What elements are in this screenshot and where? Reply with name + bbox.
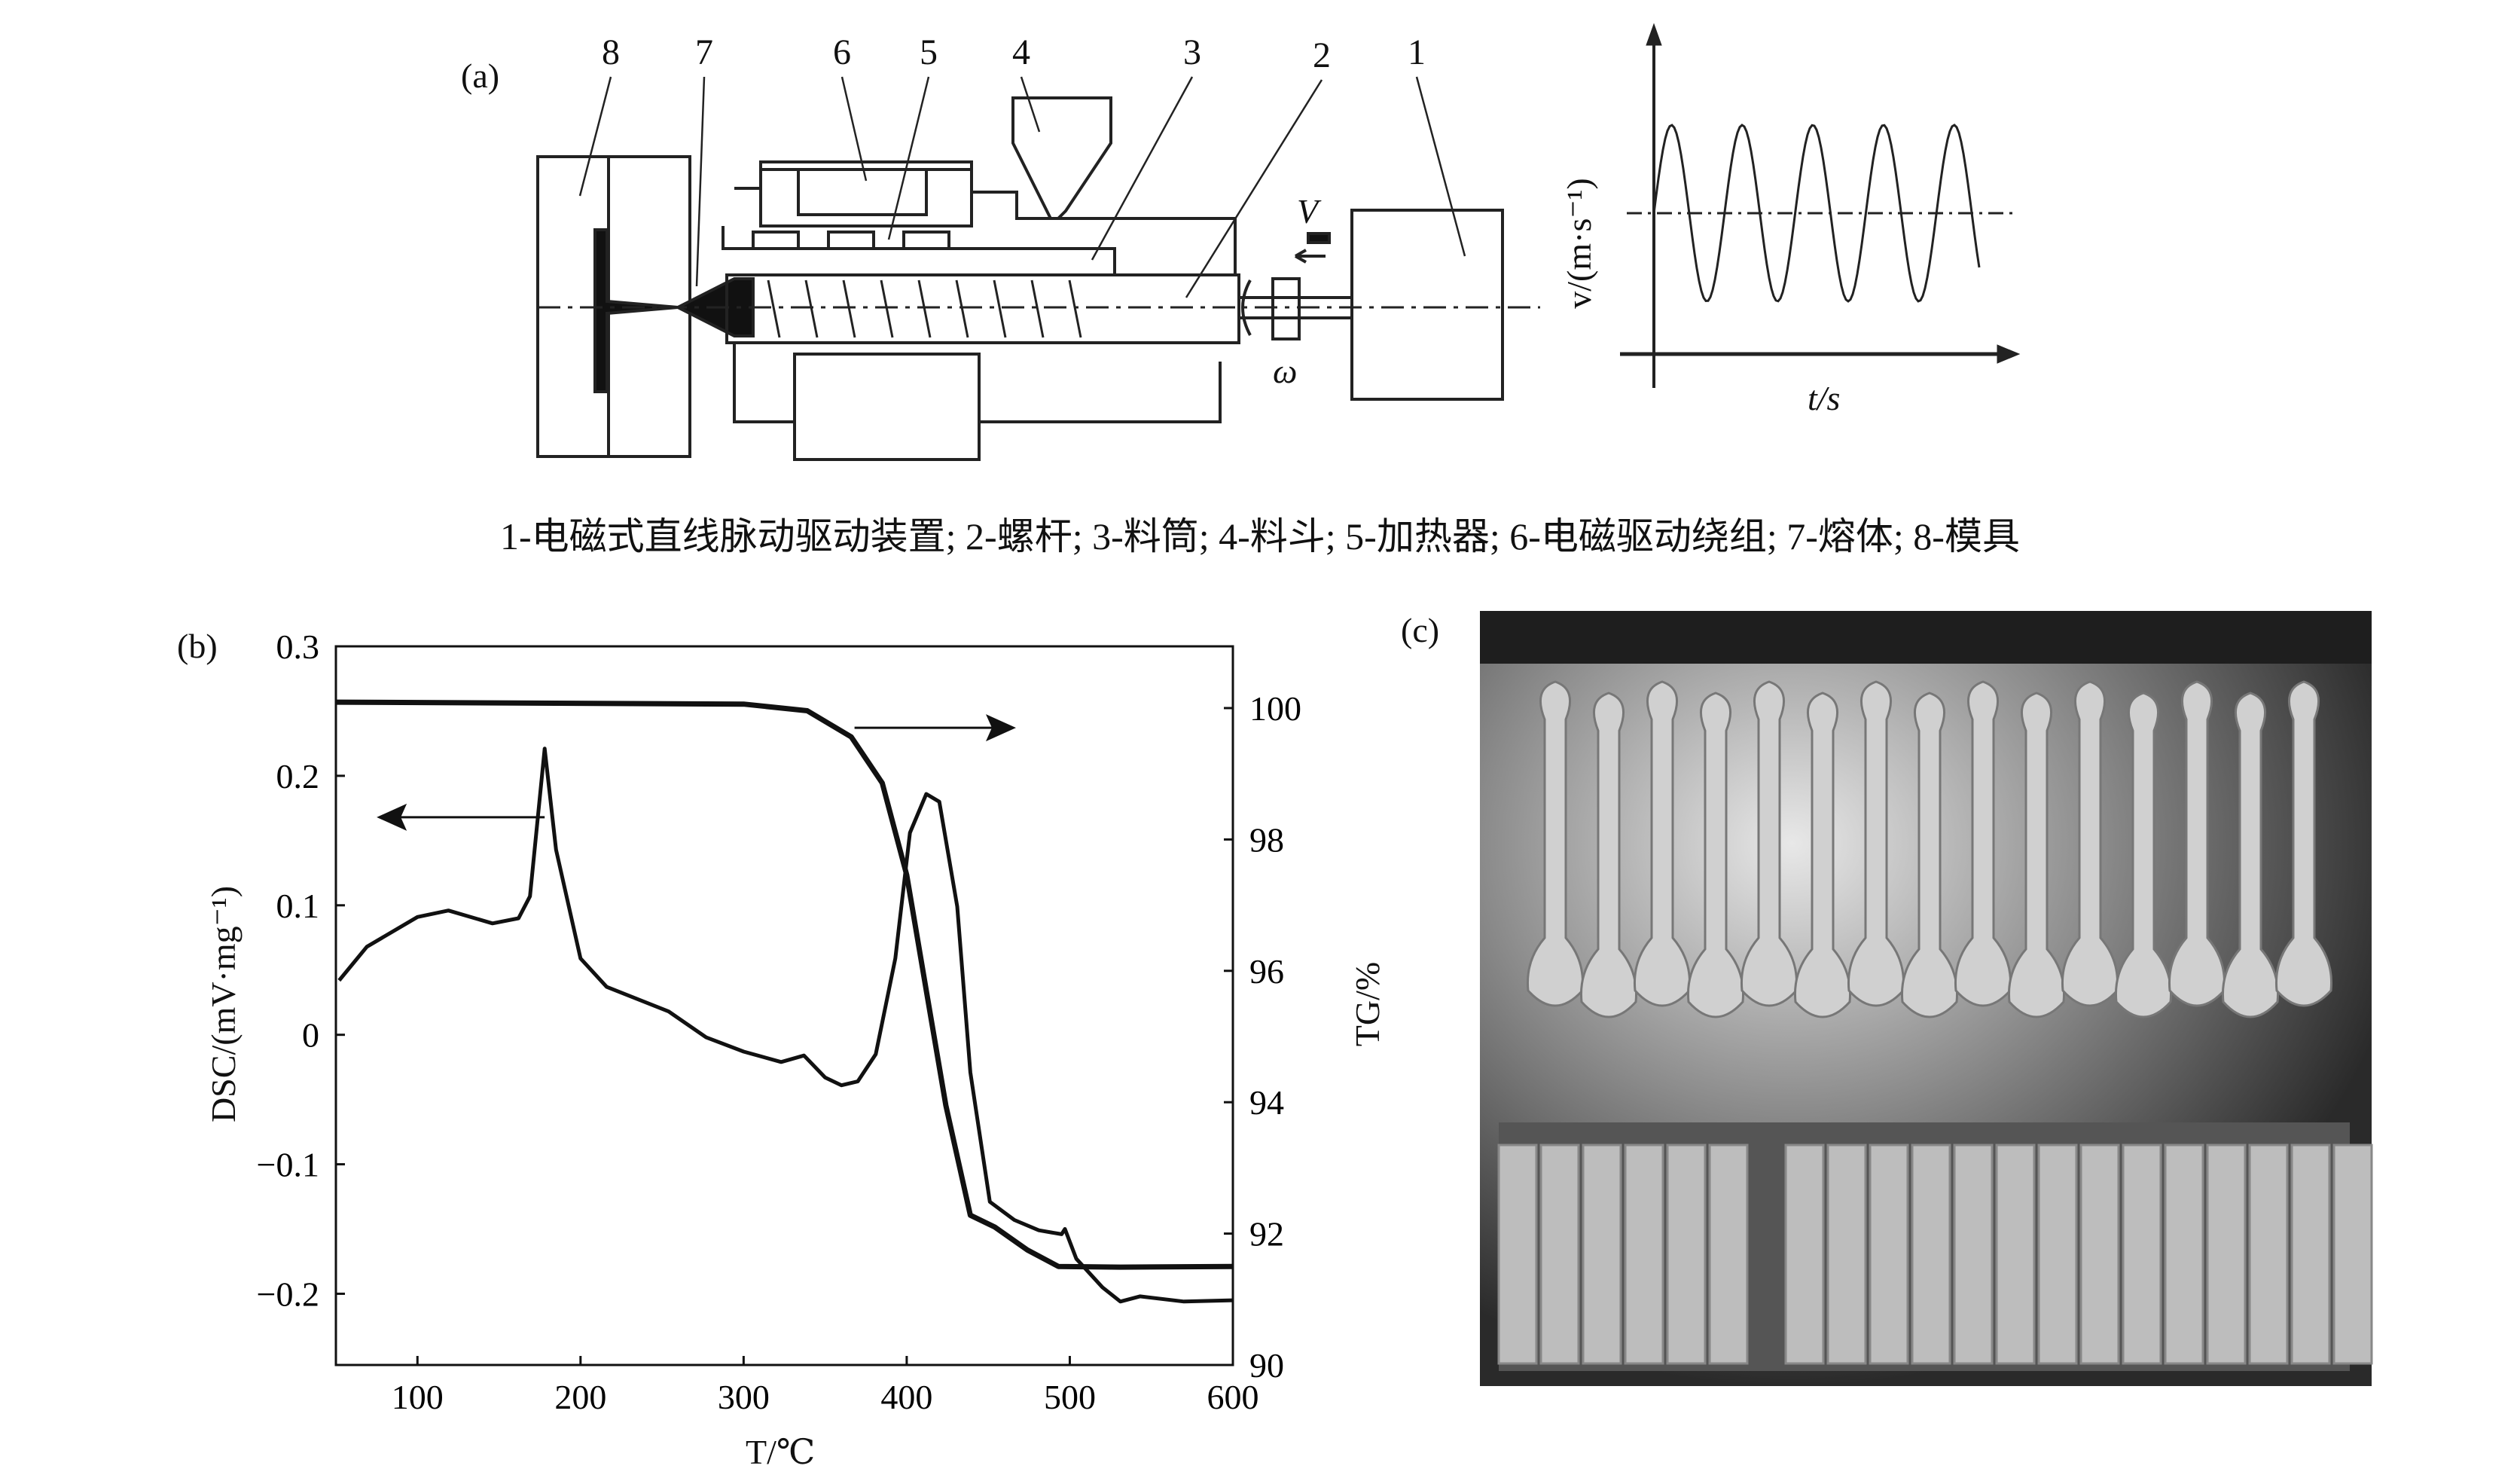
x-tick-label: 100: [392, 1378, 444, 1416]
leader-lines: [578, 76, 1466, 298]
bar-specimen: [1624, 1144, 1664, 1365]
part-number-6: 6: [833, 32, 851, 72]
panel-b-label: (b): [177, 627, 218, 665]
heater: [752, 231, 800, 250]
bar-specimen: [1666, 1144, 1707, 1365]
part-number-5: 5: [920, 32, 938, 72]
y2-tick-label: 90: [1249, 1346, 1284, 1385]
hopper: [1011, 96, 1112, 220]
bar-specimen: [2206, 1144, 2247, 1365]
y-tick-label: 0.1: [276, 887, 320, 925]
injection-machine-diagram: [536, 23, 2021, 461]
bar-specimen: [1826, 1144, 1867, 1365]
part-number-1: 1: [1408, 32, 1426, 72]
x-tick-label: 400: [880, 1378, 932, 1416]
dogbone-specimen: [2061, 680, 2119, 1007]
panel-a-label: (a): [461, 56, 500, 95]
dsc-arrow-head: [377, 803, 407, 831]
plot-frame: [334, 645, 1234, 1366]
bar-specimen: [2037, 1144, 2078, 1365]
series-tg-line: [335, 699, 1234, 1270]
y-tick-label: 0.3: [276, 627, 320, 666]
bar-specimen: [1784, 1144, 1825, 1365]
tg-arrow-head: [985, 714, 1016, 742]
linear-pulse-drive: [1350, 209, 1504, 401]
series-dsc-line: [337, 747, 1234, 1304]
x-tick-label: 500: [1044, 1378, 1096, 1416]
bar-specimen: [1582, 1144, 1622, 1365]
part-number-3: 3: [1183, 32, 1201, 72]
bar-specimen: [2122, 1144, 2162, 1365]
dogbone-specimen: [2168, 680, 2226, 1007]
y2-tick-label: 98: [1249, 820, 1284, 859]
part-number-8: 8: [602, 32, 620, 72]
velocity-waveform: [1620, 23, 2021, 388]
part-number-7: 7: [695, 32, 713, 72]
bar-specimen: [1708, 1144, 1749, 1365]
mold-cavity: [593, 228, 679, 393]
part-number-2: 2: [1313, 35, 1331, 75]
bar-specimen: [1953, 1144, 1994, 1365]
x-tick-label: 600: [1207, 1378, 1259, 1416]
barrel: [725, 273, 1240, 344]
y2-tick-label: 94: [1249, 1083, 1284, 1122]
screw: [767, 279, 1082, 338]
coil-winding: [759, 160, 973, 227]
dogbone-specimen: [1954, 680, 2012, 1007]
bar-specimen: [1869, 1144, 1909, 1365]
panel-c-label: (c): [1401, 611, 1440, 649]
velocity-symbol: V: [1297, 192, 1319, 231]
y-tick-label: 0.2: [276, 757, 320, 795]
bar-specimen: [2079, 1144, 2120, 1365]
bar-specimen: [1497, 1144, 1538, 1365]
dogbone-specimen: [1847, 680, 1905, 1007]
part-number-4: 4: [1012, 32, 1030, 72]
wave-x-label: t/s: [1808, 379, 1841, 417]
x-tick-label: 200: [554, 1378, 606, 1416]
bar-specimen: [1911, 1144, 1951, 1365]
y2-tick-label: 96: [1249, 952, 1284, 991]
dogbone-specimen: [1740, 680, 1798, 1007]
y-tick-label: −0.1: [257, 1146, 319, 1184]
y-tick-label: 0: [302, 1016, 319, 1055]
bar-specimen: [2164, 1144, 2204, 1365]
y-tick-label: −0.2: [257, 1275, 319, 1313]
bar-specimen: [2290, 1144, 2331, 1365]
bar-specimen: [2332, 1144, 2373, 1365]
x-axis-title: T/℃: [746, 1433, 816, 1471]
angular-velocity-symbol: ω: [1273, 352, 1298, 390]
bar-specimen: [1539, 1144, 1580, 1365]
bar-specimen: [2248, 1144, 2289, 1365]
y2-tick-label: 92: [1249, 1215, 1284, 1253]
dogbone-specimen: [2274, 680, 2333, 1007]
dogbone-specimen: [1526, 680, 1585, 1007]
y2-tick-label: 100: [1249, 689, 1301, 728]
dogbone-specimen: [1633, 680, 1692, 1007]
bar-specimen: [1995, 1144, 2036, 1365]
figure-caption: 1-电磁式直线脉动驱动装置; 2-螺杆; 3-料筒; 4-料斗; 5-加热器; …: [500, 515, 2020, 557]
x-tick-label: 300: [718, 1378, 770, 1416]
